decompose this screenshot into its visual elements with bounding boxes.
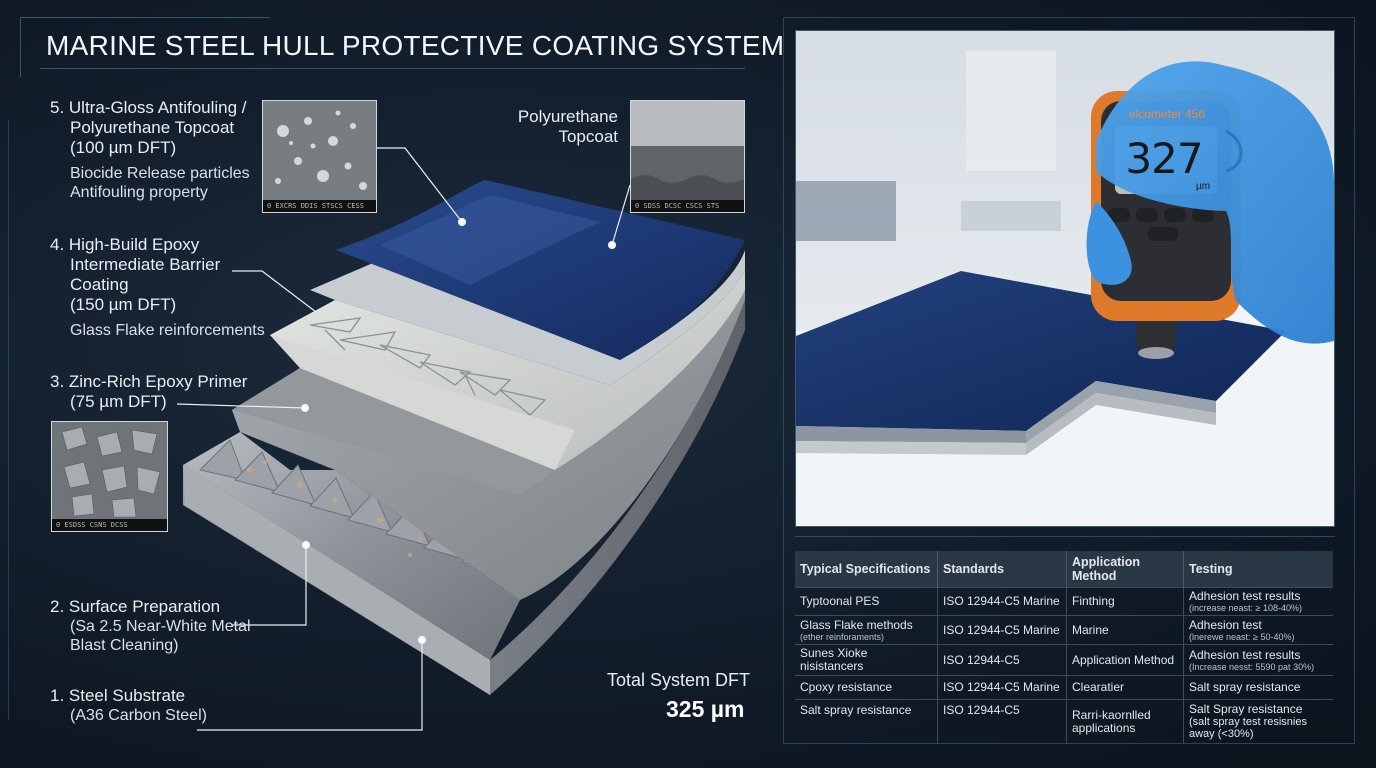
coating-cross-section bbox=[176, 147, 745, 731]
frame-top-left bbox=[20, 17, 270, 18]
table-row: Glass Flake methods(ether reinforaments)… bbox=[795, 615, 1333, 645]
table-row: Salt spray resistance ISO 12944-C5 Rarri… bbox=[795, 699, 1333, 744]
thickness-gauge-photo: elcometer 456 327 µm bbox=[795, 30, 1335, 527]
biocide-micrograph: 0 EXCRS DDIS STSCS CESS bbox=[262, 100, 377, 213]
cell-spec: Typtoonal PES bbox=[795, 587, 938, 616]
table-row: Cpoxy resistance ISO 12944-C5 Marine Cle… bbox=[795, 675, 1333, 700]
header-application-method: Application Method bbox=[1066, 551, 1184, 588]
cell-standard: ISO 12944-C5 bbox=[937, 699, 1067, 744]
zinc-primer-layer bbox=[232, 285, 745, 600]
layer-4-label: 4. High-Build Epoxy Intermediate Barrier… bbox=[50, 235, 265, 339]
cell-method: Clearatier bbox=[1066, 675, 1184, 700]
table-header-row: Typical Specifications Standards Applica… bbox=[795, 551, 1333, 588]
page-title: MARINE STEEL HULL PROTECTIVE COATING SYS… bbox=[46, 30, 785, 61]
glove-hand bbox=[1096, 61, 1334, 344]
gauge-brand: elcometer 456 bbox=[1128, 107, 1206, 121]
steel-substrate-face bbox=[183, 465, 490, 695]
cell-standard: ISO 12944-C5 Marine bbox=[937, 675, 1067, 700]
leader-lines bbox=[176, 147, 631, 731]
gauge-reading: 327 bbox=[1125, 134, 1203, 183]
frame-table-divider bbox=[795, 536, 1335, 537]
layer-2-label: 2. Surface Preparation (Sa 2.5 Near-Whit… bbox=[50, 597, 251, 654]
frame-title-underline bbox=[40, 68, 745, 69]
cell-testing: Adhesion test results(Increase nesst: 55… bbox=[1183, 644, 1333, 676]
glass-flakes bbox=[309, 317, 547, 416]
epoxy-layer bbox=[270, 270, 745, 470]
cell-standard: ISO 12944-C5 bbox=[937, 644, 1067, 676]
cell-method: Finthing bbox=[1066, 587, 1184, 616]
header-typical-specifications: Typical Specifications bbox=[795, 551, 938, 588]
frame-left-vertical bbox=[20, 17, 21, 77]
topcoat-highlight bbox=[380, 195, 600, 285]
header-standards: Standards bbox=[937, 551, 1067, 588]
cell-standard: ISO 12944-C5 Marine bbox=[937, 615, 1067, 645]
cell-spec: Sunes Xioke nisistancers bbox=[795, 644, 938, 676]
tie-coat-band bbox=[310, 250, 745, 385]
cell-spec: Cpoxy resistance bbox=[795, 675, 938, 700]
topcoat-xsection-micrograph: 0 SDSS DCSC CSCS STS bbox=[630, 100, 745, 213]
total-dft-label: Total System DFT bbox=[607, 670, 751, 690]
cell-testing: Adhesion test(lnerewe neast: ≥ 50-40%) bbox=[1183, 615, 1333, 645]
frame-right-panel bbox=[783, 17, 1355, 744]
frame-left-vertical-lower bbox=[8, 120, 9, 720]
zinc-primer-top bbox=[232, 368, 555, 495]
cell-testing: Salt spray resistance bbox=[1183, 675, 1333, 700]
topcoat-callout: Polyurethane Topcoat bbox=[517, 107, 618, 146]
epoxy-front bbox=[270, 335, 575, 470]
total-dft-value: 325 µm bbox=[666, 696, 745, 722]
zinc-micrograph: 0 ESDSS CSNS DCSS bbox=[51, 421, 168, 532]
cell-spec: Salt spray resistance bbox=[795, 699, 938, 744]
specifications-table: Typical Specifications Standards Applica… bbox=[795, 551, 1333, 744]
layer-3-label: 3. Zinc-Rich Epoxy Primer (75 µm DFT) bbox=[50, 372, 248, 411]
cell-testing: Salt Spray resistance(salt spray test re… bbox=[1183, 699, 1333, 744]
cell-method: Rarri-kaornlled applications bbox=[1066, 699, 1184, 744]
gauge-unit: µm bbox=[1196, 181, 1211, 192]
cell-method: Marine bbox=[1066, 615, 1184, 645]
layer-1-label: 1. Steel Substrate (A36 Carbon Steel) bbox=[50, 686, 207, 724]
table-row: Typtoonal PES ISO 12944-C5 Marine Finthi… bbox=[795, 587, 1333, 616]
cell-spec: Glass Flake methods(ether reinforaments) bbox=[795, 615, 938, 645]
cell-testing: Adhesion test results(increase neast: ≥ … bbox=[1183, 587, 1333, 616]
table-row: Sunes Xioke nisistancers ISO 12944-C5 Ap… bbox=[795, 644, 1333, 676]
topcoat-layer bbox=[336, 180, 745, 360]
cell-method: Application Method bbox=[1066, 644, 1184, 676]
cell-standard: ISO 12944-C5 Marine bbox=[937, 587, 1067, 616]
layer-5-label: 5. Ultra-Gloss Antifouling / Polyurethan… bbox=[50, 98, 250, 201]
header-testing: Testing bbox=[1183, 551, 1333, 588]
